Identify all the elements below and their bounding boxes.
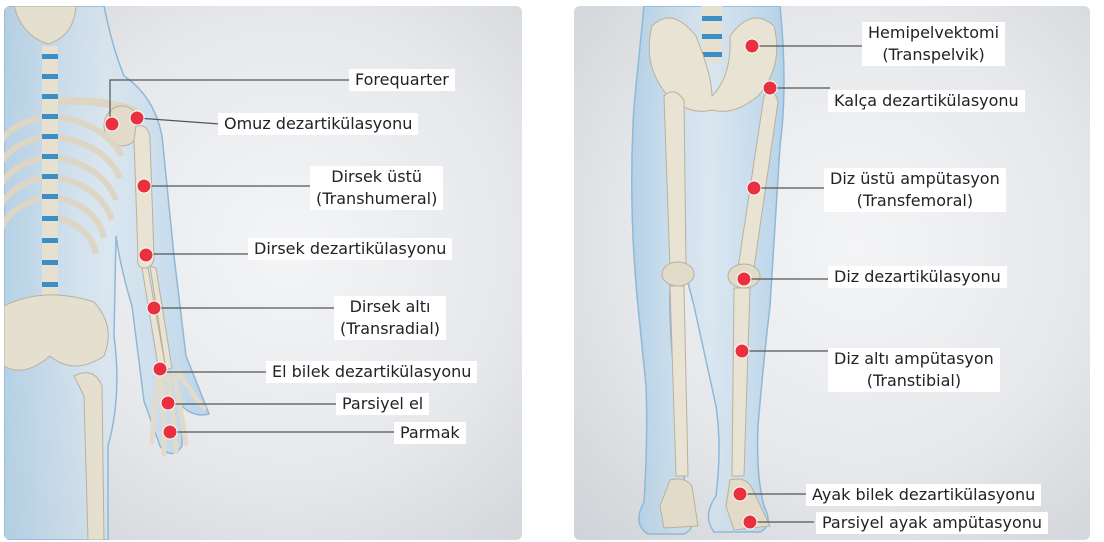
label-diz-dezartikulasyonu: Diz dezartikülasyonu <box>828 266 1007 288</box>
label-forequarter: Forequarter <box>349 69 455 91</box>
label-dirsek-ustu: Dirsek üstü(Transhumeral) <box>310 166 443 210</box>
lower-body-panel: Hemipelvektomi(Transpelvik) Kalça dezart… <box>574 6 1090 540</box>
label-ayak-bilek-dezartikulasyonu: Ayak bilek dezartikülasyonu <box>806 484 1041 506</box>
label-parsiyel-ayak-amputasyonu: Parsiyel ayak ampütasyonu <box>816 512 1048 534</box>
label-dirsek-alti: Dirsek altı(Transradial) <box>334 296 446 340</box>
label-el-bilek-dezartikulasyonu: El bilek dezartikülasyonu <box>266 361 477 383</box>
spine <box>42 46 58 336</box>
left-knee <box>728 264 760 288</box>
right-knee <box>662 262 694 286</box>
label-diz-ustu: Diz üstü ampütasyon(Transfemoral) <box>824 168 1006 212</box>
body-silhouette <box>4 6 209 540</box>
label-diz-alti: Diz altı ampütasyon(Transtibial) <box>828 348 1000 392</box>
label-parsiyel-el: Parsiyel el <box>336 393 429 415</box>
label-parmak: Parmak <box>394 422 466 444</box>
label-dirsek-dezartikulasyonu: Dirsek dezartikülasyonu <box>248 238 452 260</box>
upper-body-panel: Forequarter Omuz dezartikülasyonu Dirsek… <box>4 6 522 540</box>
lower-spine <box>702 6 722 62</box>
label-hemipelvektomi: Hemipelvektomi(Transpelvik) <box>862 22 1005 66</box>
pelvis <box>4 295 108 370</box>
label-omuz-dezartikulasyonu: Omuz dezartikülasyonu <box>218 113 418 135</box>
label-kalca-dezartikulasyonu: Kalça dezartikülasyonu <box>828 90 1025 112</box>
